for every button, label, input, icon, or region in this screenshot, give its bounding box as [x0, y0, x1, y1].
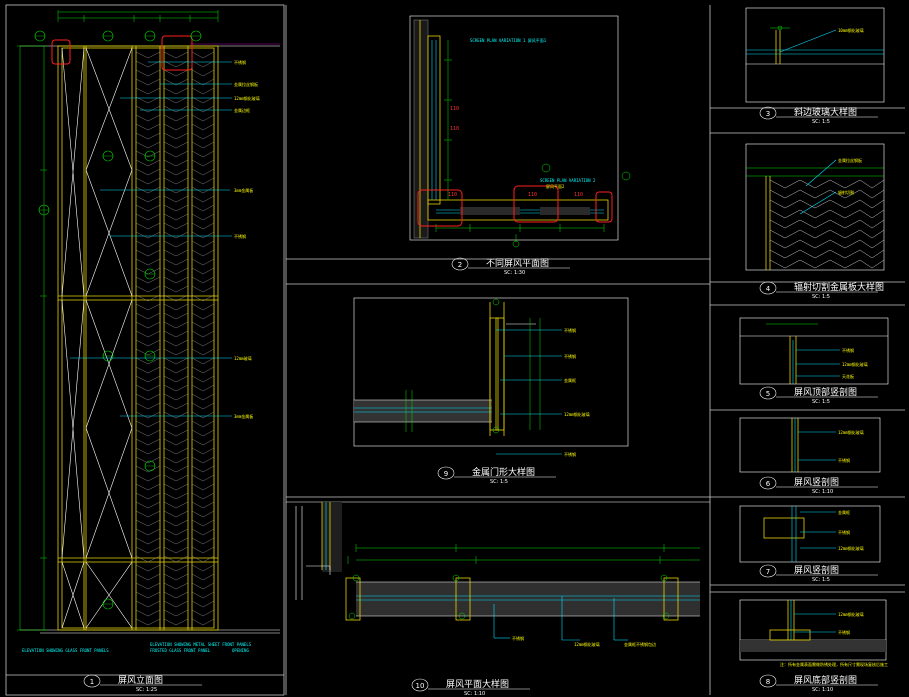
svg-text:12mm钢化玻璃: 12mm钢化玻璃 [838, 545, 864, 551]
svg-text:12mm钢化玻璃: 12mm钢化玻璃 [564, 411, 590, 417]
panel-scale: SC: 1:30 [504, 270, 525, 276]
svg-text:110: 110 [574, 192, 583, 198]
svg-text:金属框: 金属框 [564, 377, 576, 383]
panel-scale: SC: 1:5 [812, 399, 830, 405]
elev-label-mid2: FROSTED GLASS FRONT PANEL [150, 648, 211, 653]
svg-text:不锈钢: 不锈钢 [838, 529, 850, 535]
panel-10-plan-detail: 不锈钢 12mm钢化玻璃 金属框不锈钢包边 [286, 501, 710, 647]
panel-title-text: 辐射切割金属板大样图 [794, 281, 884, 293]
panel-title-text: 金属门形大样图 [472, 466, 535, 478]
section-markers [34, 30, 202, 610]
plate-herringbone [769, 179, 885, 269]
elev-label-mid1: ELEVATION SHOWING METAL SHEET FRONT PANE… [150, 642, 252, 647]
panel-1-elevation: 不锈钢 金属拉丝钢板 12mm钢化玻璃 金属边框 3mm金属板 不锈钢 12mm… [17, 10, 280, 653]
svg-text:不锈钢: 不锈钢 [842, 347, 854, 353]
svg-text:12mm钢化玻璃: 12mm钢化玻璃 [838, 611, 864, 617]
svg-text:不锈钢: 不锈钢 [838, 457, 850, 463]
svg-text:金属框: 金属框 [838, 509, 850, 515]
panel-number: 4 [766, 285, 771, 293]
panel-number: 1 [90, 678, 94, 686]
panel-number: 6 [766, 480, 771, 488]
panel-title-text: 斜边玻璃大样图 [794, 106, 857, 118]
panel-8-bottom-section: 12mm钢化玻璃 不锈钢 注：所有金属表面需做防锈处理，所有尺寸需现场复核后施工 [739, 599, 888, 667]
panel-title-text: 不同屏风平面图 [486, 258, 549, 269]
herringbone-pattern [135, 51, 215, 626]
svg-text:12mm钢化玻璃: 12mm钢化玻璃 [574, 641, 600, 647]
elev-label-left: ELEVATION SHOWING GLASS FRONT PANELS [22, 648, 109, 653]
elev-label-right: OPENING [232, 648, 249, 653]
plan-label-variation-2: SCREEN PLAN VARIATION 2 [540, 178, 596, 183]
panel-scale: SC: 1:10 [812, 687, 833, 693]
plan-label-variation-2-cn: 屏风平面2 [546, 183, 565, 189]
panel-scale: SC: 1:5 [812, 294, 830, 300]
panel-number: 9 [444, 470, 448, 478]
svg-text:辐射切割: 辐射切割 [838, 189, 854, 195]
svg-text:不锈钢: 不锈钢 [838, 629, 850, 635]
svg-text:10mm钢化玻璃: 10mm钢化玻璃 [838, 27, 864, 33]
panel-scale: SC: 1:25 [136, 687, 157, 693]
svg-text:天花板: 天花板 [842, 373, 854, 379]
panel-6-section: 12mm钢化玻璃 不锈钢 [739, 417, 881, 473]
panel-scale: SC: 1:5 [812, 577, 830, 583]
panel-scale: SC: 1:5 [490, 479, 508, 485]
svg-text:110: 110 [450, 106, 459, 112]
svg-text:不锈钢: 不锈钢 [234, 233, 246, 239]
panel-number: 8 [766, 678, 770, 686]
panel-number: 5 [766, 390, 770, 398]
panel-scale: SC: 1:5 [812, 119, 830, 125]
bottom-note: 注：所有金属表面需做防锈处理，所有尺寸需现场复核后施工 [780, 661, 888, 667]
svg-text:12mm钢化玻璃: 12mm钢化玻璃 [842, 361, 868, 367]
panel-title-text: 屏风平面大样图 [446, 678, 509, 690]
panel-title-text: 屏风底部竖剖图 [794, 674, 857, 686]
panel-scale: SC: 1:10 [464, 691, 485, 697]
svg-text:110: 110 [450, 126, 459, 132]
svg-text:不锈钢: 不锈钢 [564, 451, 576, 457]
panel-number: 2 [458, 261, 462, 269]
svg-text:3mm金属板: 3mm金属板 [234, 413, 253, 419]
panel-scale: SC: 1:10 [812, 489, 833, 495]
svg-text:12mm钢化玻璃: 12mm钢化玻璃 [234, 95, 260, 101]
panel-4-metal-plate: 金属拉丝钢板 辐射切割 [745, 143, 885, 271]
panel-title-text: 屏风立面图 [118, 674, 163, 686]
svg-text:110: 110 [528, 192, 537, 198]
svg-text:12mm钢化玻璃: 12mm钢化玻璃 [838, 429, 864, 435]
svg-text:不锈钢: 不锈钢 [564, 353, 576, 359]
panel-number: 10 [416, 682, 425, 690]
panel-number: 3 [766, 110, 770, 118]
panel-title-text: 屏风竖剖图 [794, 564, 839, 576]
panel-9-door-detail: 不锈钢 不锈钢 金属框 12mm钢化玻璃 不锈钢 [353, 297, 629, 457]
svg-text:不锈钢: 不锈钢 [564, 327, 576, 333]
panel-3-bevel-glass: 10mm钢化玻璃 [745, 7, 885, 103]
panel-title-text: 屏风竖剖图 [794, 476, 839, 488]
svg-text:金属拉丝钢板: 金属拉丝钢板 [234, 81, 258, 87]
svg-text:3mm金属板: 3mm金属板 [234, 187, 253, 193]
svg-text:金属框不锈钢包边: 金属框不锈钢包边 [624, 641, 656, 647]
svg-text:110: 110 [448, 192, 457, 198]
svg-text:不锈钢: 不锈钢 [512, 635, 524, 641]
plan-label-variation-1: SCREEN PLAN VARIATION 1 屏风平面1 [470, 37, 547, 43]
panel-number: 7 [766, 568, 770, 576]
panel-2-plan: 110 110 110 110 110 SCREEN PLAN VARIATIO… [409, 15, 631, 248]
svg-text:12mm玻璃: 12mm玻璃 [234, 355, 252, 361]
svg-text:金属拉丝钢板: 金属拉丝钢板 [838, 157, 862, 163]
panel-5-top-section: 不锈钢 12mm钢化玻璃 天花板 [739, 317, 889, 385]
sheet-frames [5, 4, 905, 696]
panel-7-section: 金属框 不锈钢 12mm钢化玻璃 [739, 505, 881, 563]
panel-title-text: 屏风顶部竖剖图 [794, 386, 857, 398]
svg-text:不锈钢: 不锈钢 [234, 59, 246, 65]
svg-text:金属边框: 金属边框 [234, 107, 250, 113]
